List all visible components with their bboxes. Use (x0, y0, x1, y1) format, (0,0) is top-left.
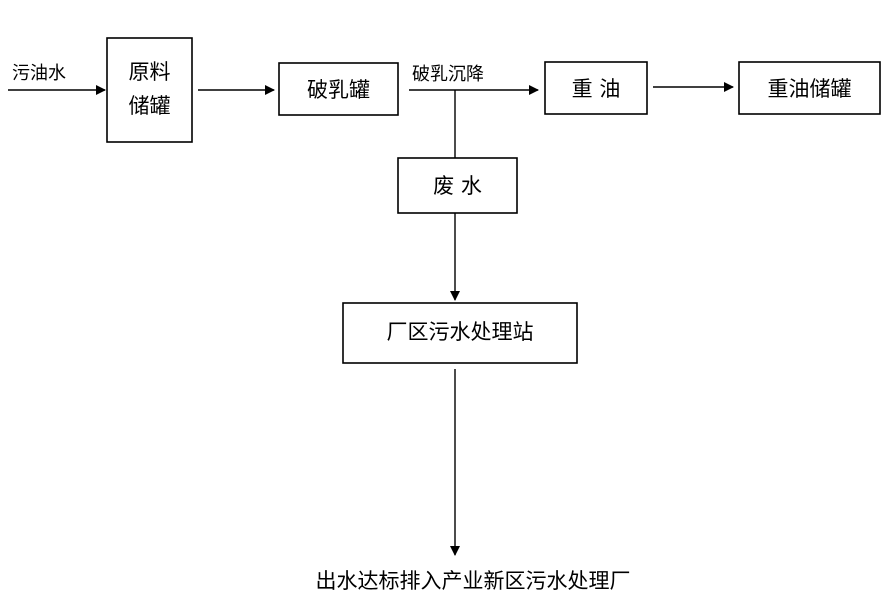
plant-wwtp-label: 厂区污水处理站 (387, 320, 534, 344)
raw-material-tank-box (106, 37, 193, 143)
demulsification-tank-label: 破乳罐 (307, 78, 370, 102)
demulsification-tank-box (278, 62, 399, 116)
node-waste-water: 废 水 (397, 157, 518, 214)
heavy-oil-tank-box (738, 61, 881, 115)
waste-water-box (397, 157, 518, 214)
plant-wwtp-box (342, 302, 578, 364)
node-raw-material-tank: 原料 储罐 (106, 37, 193, 143)
final-discharge-label: 出水达标排入产业新区污水处理厂 (316, 569, 631, 593)
node-heavy-oil: 重 油 (544, 61, 648, 115)
raw-material-tank-label-2: 储罐 (129, 94, 171, 118)
waste-water-label: 废 水 (433, 174, 482, 198)
heavy-oil-label: 重 油 (572, 77, 621, 101)
input-label: 污油水 (12, 63, 66, 84)
node-plant-wwtp: 厂区污水处理站 (342, 302, 578, 364)
demulsify-settle-label: 破乳沉降 (412, 64, 484, 85)
raw-material-tank-label-1: 原料 (129, 60, 171, 84)
node-heavy-oil-tank: 重油储罐 (738, 61, 881, 115)
heavy-oil-box (544, 61, 648, 115)
heavy-oil-tank-label: 重油储罐 (768, 77, 852, 101)
node-demulsification-tank: 破乳罐 (278, 62, 399, 116)
